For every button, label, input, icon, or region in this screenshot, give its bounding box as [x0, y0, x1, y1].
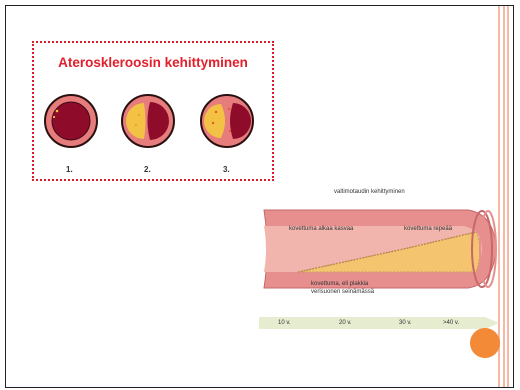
stage-label-1: 1. [66, 165, 73, 174]
artery-stage-1 [45, 95, 97, 147]
figure-title: Ateroskleroosin kehittyminen [34, 55, 272, 70]
stage-label-2: 2. [144, 165, 151, 174]
plaque-caption-line1: kovettuma, eli plakkia [311, 281, 368, 288]
artery-longitudinal-section [258, 200, 503, 300]
timeline-arrow [259, 316, 501, 330]
slide: Ateroskleroosin kehittyminen [5, 5, 514, 388]
timeline-label-30: 30 v. [399, 320, 412, 327]
timeline-label-40plus: >40 v. [443, 320, 459, 327]
decor-stripe [507, 6, 509, 387]
stage-label-3: 3. [223, 165, 230, 174]
artery-stage-3 [201, 95, 253, 147]
decor-stripe [503, 6, 505, 387]
artery-stage-2 [122, 95, 174, 147]
plaque-caption-line2: verisuonen seinämässä [311, 289, 374, 296]
artery-diagram-title: valtimotaudin kehittyminen [334, 189, 405, 196]
timeline-label-20: 20 v. [339, 320, 352, 327]
plaque-rupture-label: kovettuma repeää [404, 226, 452, 233]
artery-cross-sections [34, 83, 272, 163]
orange-circle-decoration [470, 328, 500, 358]
plaque-start-label: kovettuma alkaa kasvaa [289, 226, 353, 233]
timeline-label-10: 10 v. [278, 320, 291, 327]
atherosclerosis-figure: Ateroskleroosin kehittyminen [32, 41, 274, 181]
